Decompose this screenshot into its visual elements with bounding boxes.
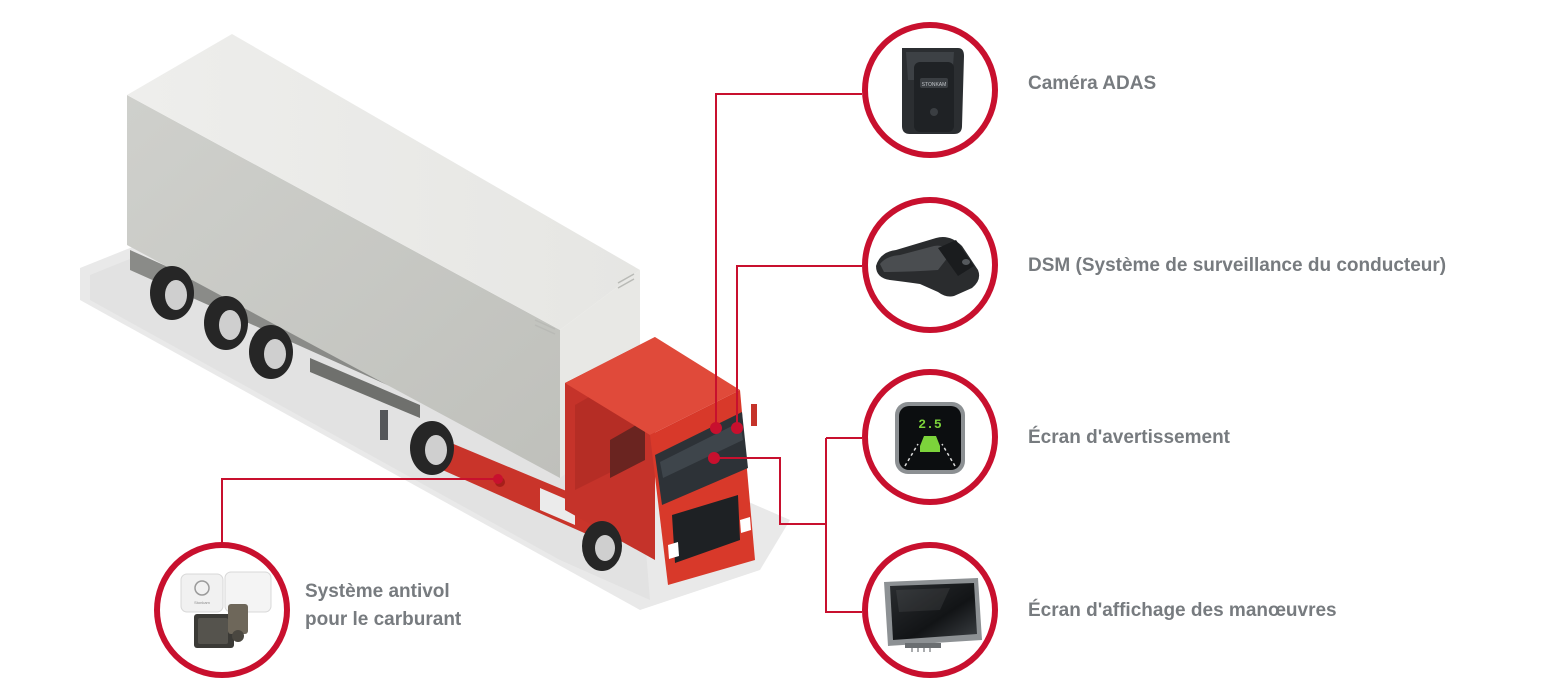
connector-lines [221,93,862,613]
connector-dots [493,422,743,484]
label-warning-screen: Écran d'avertissement [1028,427,1231,448]
label-maneuver-screen: Écran d'affichage des manœuvres [1028,600,1337,621]
warning-display-icon: 2.5 [862,369,998,505]
adas-camera-icon: STONKAM [862,22,998,158]
trailer [127,34,640,480]
dsm-camera-icon [862,197,998,333]
maneuver-monitor-icon [862,542,998,678]
adas-brand-text: STONKAM [922,82,947,88]
label-fuel-antitheft-line1: Système antivol [305,581,450,602]
truck-cab [410,337,757,585]
label-adas-camera: Caméra ADAS [1028,73,1157,94]
fuel-sensor-brand-text: Stonkam [194,600,210,605]
fuel-sensor-icon: Stonkam [154,542,290,678]
label-fuel-antitheft: Système antivol pour le carburant [305,578,461,634]
trailer-wheels [150,266,293,379]
label-dsm: DSM (Système de surveillance du conducte… [1028,255,1447,276]
warning-value-text: 2.5 [918,417,942,432]
label-fuel-antitheft-line2: pour le carburant [305,609,462,630]
